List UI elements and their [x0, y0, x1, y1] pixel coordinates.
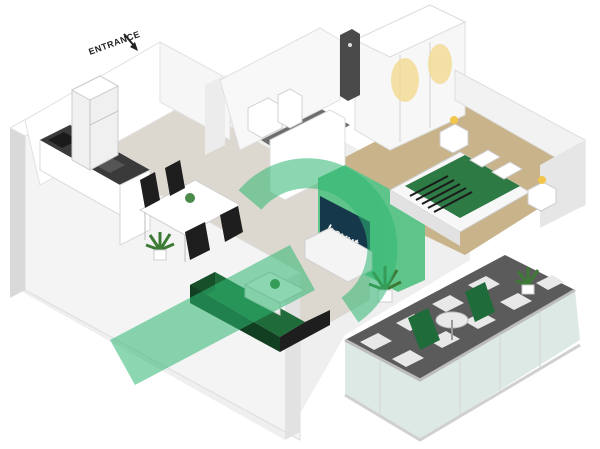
shower-panel [340, 29, 360, 101]
sofa-side-cushion [280, 310, 330, 352]
fridge-door-split [89, 110, 119, 126]
balcony-glass-front [345, 340, 420, 440]
balcony-chair-2 [465, 282, 495, 322]
bed-frame-side [390, 190, 460, 246]
arrow-down-left-icon [123, 33, 138, 51]
watermark-arc [238, 158, 398, 323]
shower-head-icon [348, 43, 352, 47]
lamp-icon [450, 116, 458, 124]
bathroom [247, 29, 360, 139]
bed-blanket [405, 155, 520, 218]
watermark-bar [110, 245, 315, 385]
pillow-1 [468, 149, 502, 168]
stove-icon [48, 132, 78, 148]
balcony-posts [379, 311, 541, 416]
balcony [344, 267, 581, 442]
dining-chair-3 [185, 222, 210, 260]
nightstand-1 [439, 123, 469, 154]
dining-chair-4 [220, 206, 243, 242]
entrance-label: ENTRANCE [87, 29, 141, 57]
floor-plant-icon [145, 232, 175, 261]
balcony-plant-icon [515, 267, 540, 295]
wardrobe-top [353, 4, 467, 58]
balcony-rail-bottom [344, 343, 581, 442]
dining-chair-1 [140, 172, 160, 208]
bed-striped-throw [409, 175, 473, 213]
table-plant-icon [185, 193, 195, 203]
bedroom [388, 116, 557, 246]
wall-lights [391, 44, 452, 102]
dining-chair-2 [165, 160, 185, 196]
pillow-2 [490, 161, 524, 180]
vanity [247, 97, 283, 139]
toilet [277, 88, 303, 129]
lamp-icon-2 [538, 176, 546, 184]
wall-light-2 [428, 44, 452, 84]
wall-left-end [10, 120, 25, 298]
balcony-rail-top [344, 288, 576, 382]
fridge-top [70, 75, 120, 101]
wall-corridor-divider [205, 75, 225, 155]
wall-light-1 [391, 58, 419, 102]
bayut-logo-watermark [110, 158, 398, 385]
dining-area [138, 160, 243, 262]
balcony-chair-1 [408, 308, 440, 350]
entrance-marker: ENTRANCE [87, 29, 141, 57]
